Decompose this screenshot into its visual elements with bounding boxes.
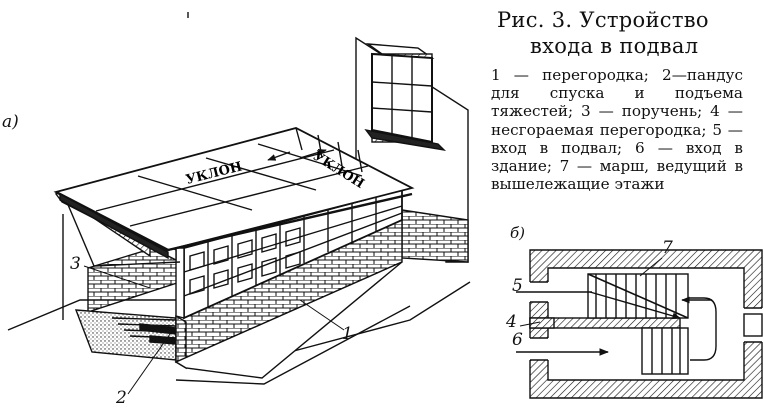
figure-legend: 1 — перегородка; 2—пандус для спуска и п… xyxy=(491,66,743,194)
callout-6: 6 xyxy=(512,330,523,350)
callout-3: 3 xyxy=(70,254,81,274)
callout-5: 5 xyxy=(512,276,523,296)
figure-title: Рис. 3. Устройство xyxy=(497,8,709,32)
plan-view xyxy=(516,249,764,399)
panel-label-b: б) xyxy=(510,224,526,242)
roof xyxy=(53,127,415,260)
isometric-view xyxy=(7,12,471,385)
leader-lines-a xyxy=(83,265,345,395)
callout-7: 7 xyxy=(662,238,673,258)
callout-4: 4 xyxy=(506,312,517,332)
ground-line-right xyxy=(289,281,471,353)
callout-1: 1 xyxy=(342,324,353,344)
panel-label-a: а) xyxy=(2,112,19,132)
ground-line xyxy=(7,299,180,331)
ramp-steps xyxy=(111,317,177,345)
callout-2: 2 xyxy=(116,388,127,408)
side-panel xyxy=(175,247,185,319)
figure-title-line2: входа в подвал xyxy=(530,34,699,58)
brick-plinth-right xyxy=(401,209,469,263)
foundation-base xyxy=(174,261,403,379)
stair-pit xyxy=(74,309,177,361)
